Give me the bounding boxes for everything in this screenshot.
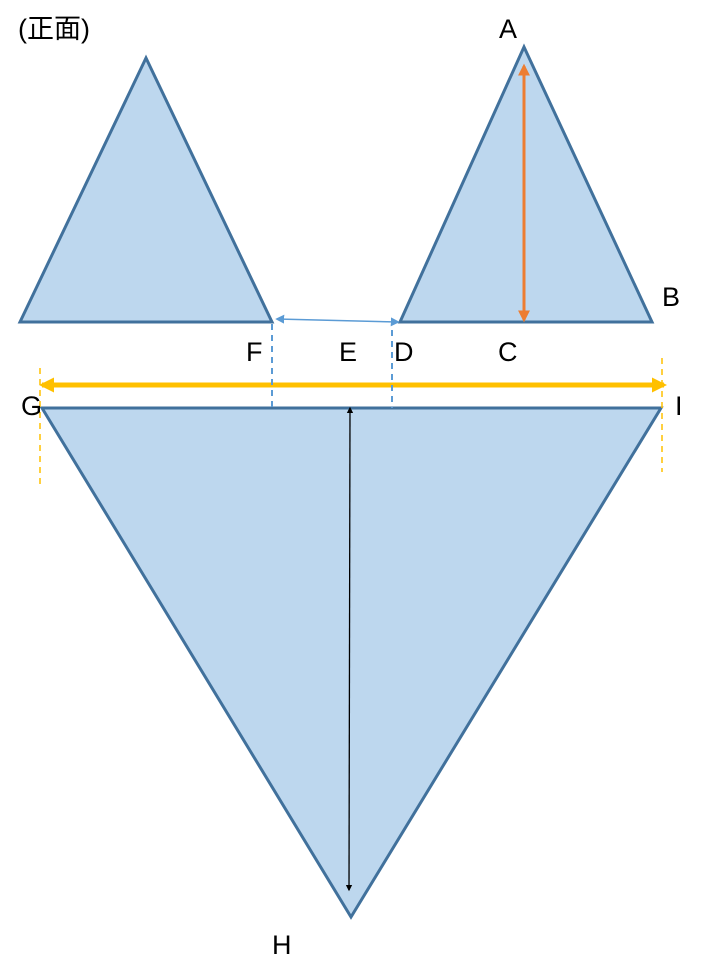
label-b: B [662, 282, 680, 312]
depth-arrow-eh [345, 406, 354, 892]
label-e: E [339, 337, 357, 367]
face-triangle [39, 406, 664, 920]
label-i: I [675, 391, 683, 421]
label-c: C [498, 337, 518, 367]
right-ear-triangle [397, 43, 655, 324]
left-ear-triangle [17, 54, 275, 324]
label-d: D [394, 337, 414, 367]
label-f: F [246, 337, 263, 367]
view-title: (正面) [18, 14, 90, 44]
label-g: G [21, 391, 42, 421]
label-a: A [499, 14, 517, 44]
gap-arrow-fd [275, 314, 400, 327]
label-h: H [272, 930, 292, 960]
